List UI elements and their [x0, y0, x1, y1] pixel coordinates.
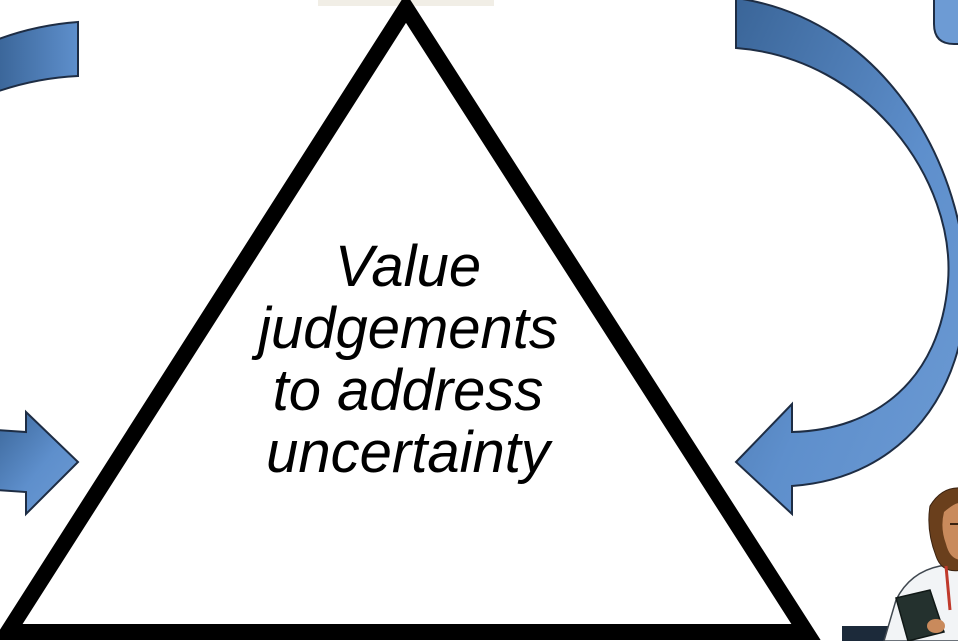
left-arrowhead [0, 409, 80, 517]
left-curved-arrow [0, 20, 79, 92]
doctor-with-clipboard-icon [883, 487, 958, 641]
central-triangle [0, 0, 821, 640]
center-label-line-4: uncertainty [266, 420, 550, 485]
center-label: Value judgements to address uncertainty [228, 236, 588, 484]
right-curved-arrow [734, 0, 958, 517]
center-label-line-3: to address [272, 358, 544, 423]
center-label-line-1: Value [334, 234, 482, 299]
center-label-line-2: judgements [258, 296, 558, 361]
top-right-box [933, 0, 958, 45]
